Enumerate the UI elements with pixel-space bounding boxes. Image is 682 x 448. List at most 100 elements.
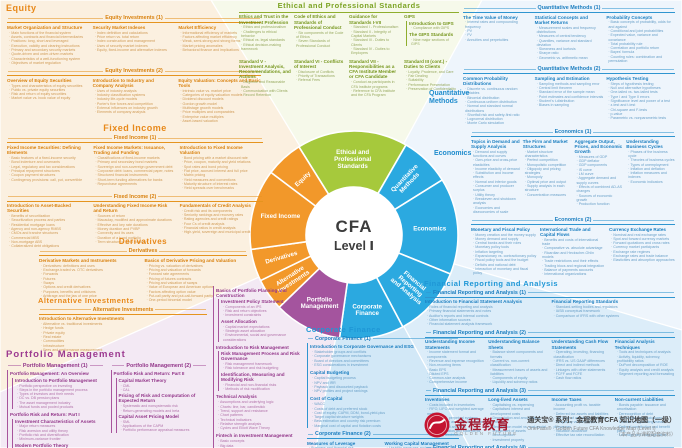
bullet: Forward quotations and cross rates: [611, 241, 675, 245]
bullet: Measures of central tendency: [537, 34, 604, 38]
bullet-list: Informational efficiency of marketsFacto…: [178, 31, 261, 53]
bullet-list: Six components of the Code of EthicsSeve…: [294, 31, 346, 48]
reading: Derivative Markets and InstrumentsDeriva…: [39, 258, 142, 303]
bullet-list: Sources of returnMacaulay, modified and …: [93, 214, 176, 244]
reading-title: Introduction to GIPS: [409, 20, 454, 26]
bullet: Risk tolerance and risk budgeting: [223, 366, 307, 370]
bullet-list: Standard-setting bodies and regulatorsIA…: [552, 305, 676, 318]
reading-title: Security Market Indexes: [92, 24, 146, 30]
reading-title: Capital Budgeting: [310, 370, 350, 376]
bullet: Consumer and producer surplus: [473, 184, 520, 193]
reading: Identification, Measuring and Modifying …: [221, 372, 307, 392]
bullet: Applications of the CAPM: [121, 424, 208, 428]
bullet: Roles of financial reporting and analysi…: [427, 305, 549, 309]
bullet: Utility theory: [473, 193, 520, 197]
series-title-en: OnePass® · Golden Future CFA Knowledge M…: [527, 425, 656, 432]
bullet: Execution, validity and clearing instruc…: [9, 44, 90, 48]
bullet: Inflation targeting: [473, 250, 537, 254]
reading-title: Long-lived Assets: [488, 397, 528, 403]
bullet: Portfolio risk and diversification: [17, 433, 104, 437]
bullet: Infrastructure: [41, 344, 151, 348]
bullet: Quote-driven and order-driven markets: [9, 52, 90, 56]
bullet: Segment reporting and forecasting: [617, 372, 675, 376]
bullet: Industry life-cycle models: [95, 97, 176, 101]
readings-row: Introduction to Asset-Backed SecuritiesB…: [7, 200, 263, 249]
reading-title: Guidance for Standards I-VII: [349, 14, 382, 25]
bullet: Suitability: [406, 78, 456, 82]
bullet-list: Diligence and Reasonable BasisCommunicat…: [239, 80, 291, 97]
bullet: Porter's five forces and competition: [95, 102, 176, 106]
bullet: Impairment of assets: [490, 429, 548, 433]
bullet: Ricardian and Heckscher-Ohlin models: [542, 251, 606, 260]
bullet: LM curve: [577, 172, 624, 176]
bullet: Spot rates and bond pricing: [182, 165, 263, 169]
bullet-list: Benefits and costs of international trad…: [540, 238, 606, 277]
bullet: Bonds payable: issuance and amortisation: [617, 403, 675, 412]
reading-title: Equity Valuation: Concepts and Basic Too…: [178, 77, 261, 88]
bullet: Bond pricing with a market discount rate: [182, 156, 263, 160]
bullet: Market value vs. book value of equity: [9, 96, 90, 100]
bullet: Swaps: [41, 281, 142, 285]
reading: Understanding Cash Flow StatementsOperat…: [552, 339, 612, 385]
bullet-list: Major return measuresRisk aversion and u…: [15, 424, 104, 441]
section-title-portfolio-management: Portfolio Management: [6, 349, 126, 360]
branch-label: Financial Reporting and Analysis (3): [424, 388, 676, 394]
bullet: Normal and standard normal distributions: [465, 104, 532, 113]
reading-title: Identification, Measuring and Modifying …: [221, 371, 285, 383]
sub-readings: Introduction to GIPSCompliance with GIPS…: [406, 20, 456, 47]
section-corporate-finance: Corporate Finance Corporate Finance (1)I…: [306, 326, 460, 448]
reading: Capital BudgetingCapital budgeting proce…: [310, 370, 459, 393]
bullet: Rating agencies and credit ratings: [182, 217, 263, 221]
section-title-economics: Economics: [434, 150, 472, 157]
section-title-financial-reporting: Financial Reporting and Analysis: [424, 279, 559, 288]
bullet: Exchange rates and trade balance: [611, 254, 675, 258]
bullet: Measurement bases of assets and liabilit…: [490, 368, 548, 377]
bullet: Intrinsic value vs. market price: [180, 89, 261, 93]
bullet-list: Uses of industry analysisIndustry classi…: [93, 89, 176, 115]
branch: Fixed Income (2)Introduction to Asset-Ba…: [6, 194, 264, 249]
bullet: Standard III - Duties to Clients: [351, 38, 401, 47]
bullet: Real estate: [41, 335, 151, 339]
reading-title: Standard V - Investment Analysis, Recomm…: [239, 58, 291, 80]
bullet: Counting rules: combination and permutat…: [608, 55, 675, 64]
bullet: Financial statement analysis framework: [427, 322, 549, 326]
bullet-list: Types and characteristics of equity secu…: [7, 84, 90, 101]
section-title-equity: Equity: [6, 3, 37, 13]
bullet: Seniority rankings and recovery rates: [182, 213, 263, 217]
bullet: Public vs. private equity securities: [9, 88, 90, 92]
bullet-list: Phases of the business cycleTheories of …: [626, 150, 675, 185]
reading: The GIPS StandardsNine major sections of…: [409, 32, 456, 46]
bullet: One-tailed vs. two-tailed tests: [608, 90, 675, 94]
bullet: Main functions of the financial system: [9, 31, 90, 35]
bullet: Capital budgeting process: [312, 376, 459, 380]
bullet: Continuous uniform distribution: [465, 100, 532, 104]
bullet: Inventory disclosures: [427, 433, 485, 437]
reading-title: Capital Asset Pricing Model: [118, 413, 179, 419]
reading-title: Portfolio Management: An Overview: [10, 371, 89, 377]
bullet: Total probability rule: [608, 42, 675, 46]
bullet: Forward rate agreements: [147, 272, 248, 276]
corporate-finance-tree: Corporate Finance (1)Introduction to Cor…: [306, 336, 460, 448]
reading: Monetary and Fiscal PolicyMoney creation…: [471, 227, 537, 277]
bullet: Standard II - Integrity of Capital Marke…: [351, 30, 401, 39]
reading: Basics of Portfolio Planning and Constru…: [216, 288, 307, 342]
branch: Portfolio Management (1)Portfolio Manage…: [6, 362, 105, 448]
reading-title: The Firm and Market Structures: [522, 138, 568, 149]
bullet: Primary financial statements and notes: [427, 309, 549, 313]
branch: Corporate Finance (1)Introduction to Cor…: [306, 336, 460, 429]
bullet: DuPont decomposition of ROE: [617, 363, 675, 367]
bullet: Money creation and the money supply: [473, 233, 537, 237]
bullet: The asset management industry: [17, 401, 104, 405]
bullet: Value of European and American options: [147, 285, 248, 289]
reading-title: Capital Market Theory: [118, 377, 167, 383]
reading: Investment Policy StatementComponents of…: [221, 299, 307, 318]
reading: Currency Exchange RatesNominal and real …: [609, 227, 675, 277]
bullet: Cash flow ratios: [554, 376, 612, 380]
reading-title: Standard III (cont.) - Duties to Clients: [404, 58, 448, 69]
reading: Asset AllocationCapital market expectati…: [221, 319, 307, 342]
reading: Income TaxesAccounting profit vs. taxabl…: [552, 397, 612, 442]
bullet-list: Alternative vs. traditional investmentsH…: [39, 322, 151, 352]
bullet-list: Disclosure of ConflictsPriority of Trans…: [294, 70, 346, 83]
